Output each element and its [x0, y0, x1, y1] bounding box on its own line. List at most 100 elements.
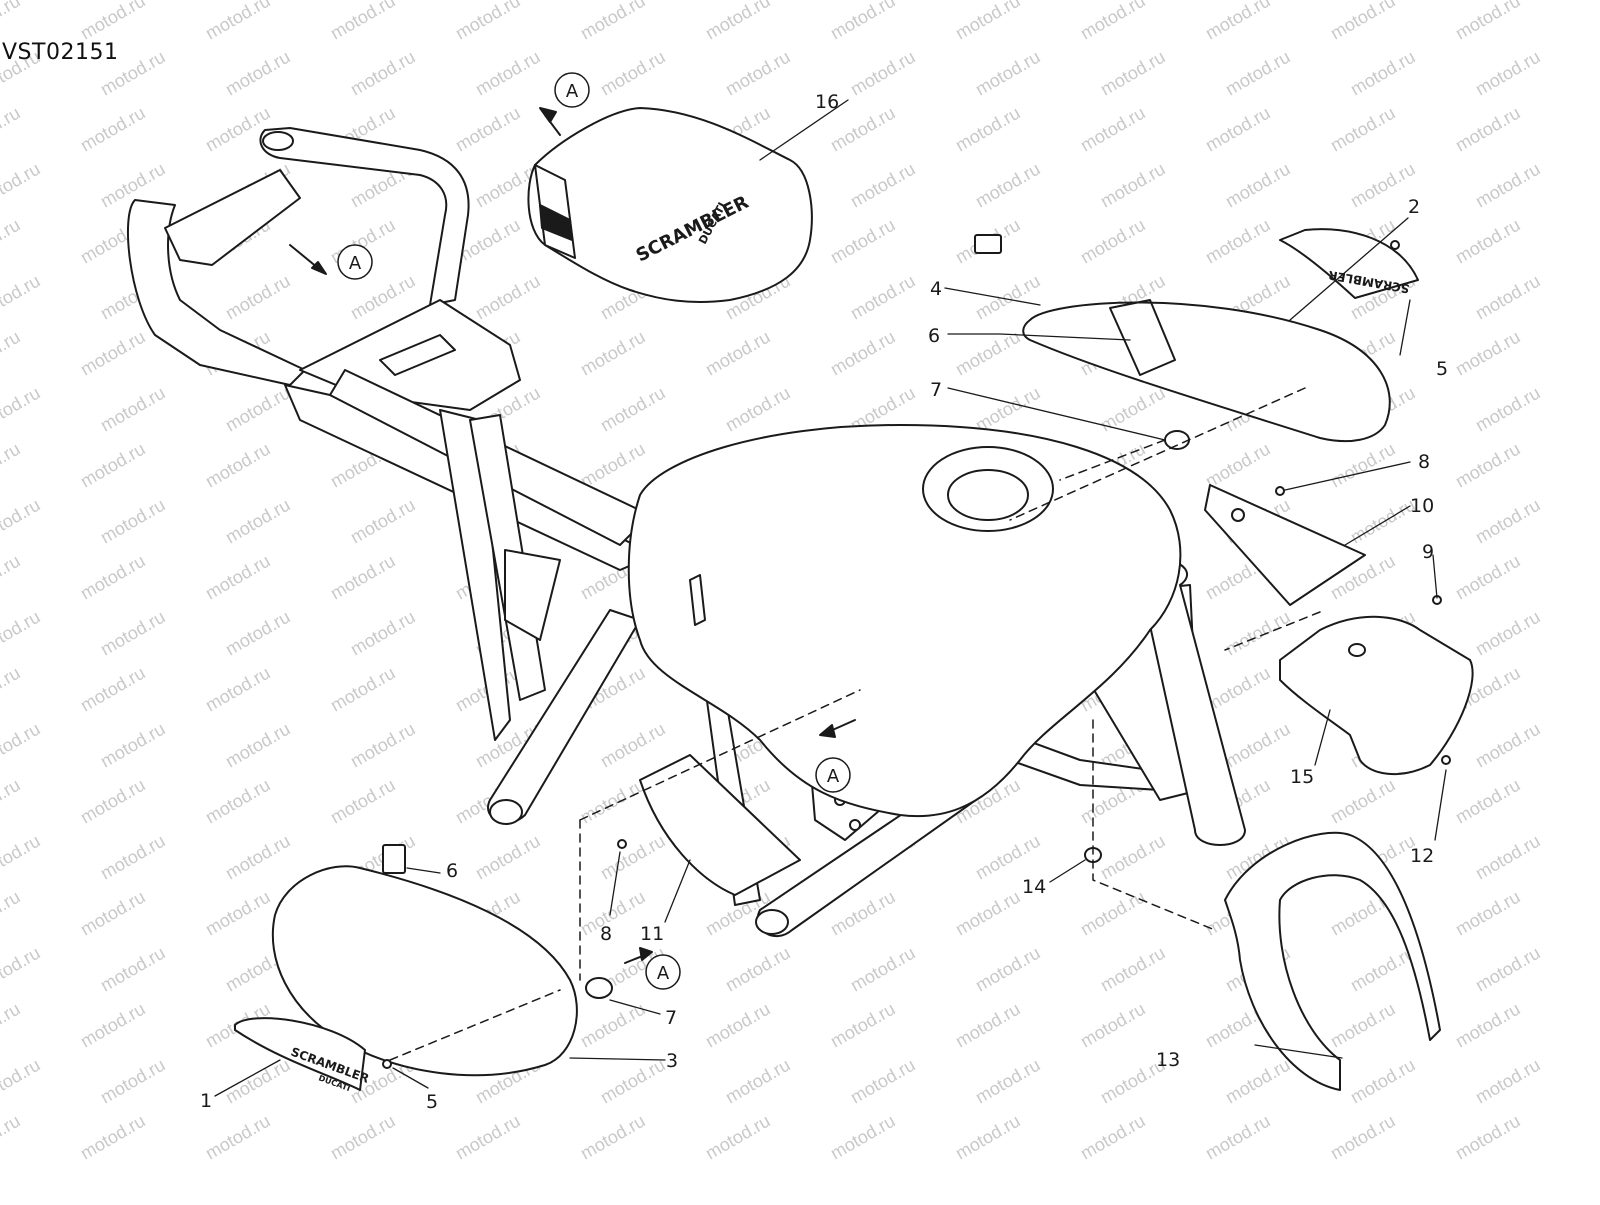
watermark-text: motod.ru: [1097, 831, 1169, 884]
watermark-text: motod.ru: [77, 0, 149, 43]
watermark-text: motod.ru: [0, 887, 24, 940]
watermark-text: motod.ru: [77, 887, 149, 940]
watermark-text: motod.ru: [1097, 159, 1169, 212]
watermark-text: motod.ru: [0, 103, 24, 156]
watermark-text: motod.ru: [452, 0, 524, 43]
watermark-text: motod.ru: [0, 831, 44, 884]
watermark-text: motod.ru: [222, 271, 294, 324]
side-cover: [1204, 484, 1366, 606]
watermark-text: motod.ru: [952, 887, 1024, 940]
watermark-text: motod.ru: [1202, 103, 1274, 156]
watermark-text: motod.ru: [77, 663, 149, 716]
watermark-text: motod.ru: [1222, 159, 1294, 212]
svg-text:A: A: [827, 766, 840, 787]
callout-10: 10: [1410, 495, 1434, 517]
watermark-text: motod.ru: [1097, 47, 1169, 100]
callout-6-left: 6: [446, 860, 458, 882]
screw-5-top: [1390, 240, 1400, 250]
drawing-code: VST02151: [2, 40, 119, 65]
watermark-text: motod.ru: [577, 439, 649, 492]
watermark-text: motod.ru: [472, 831, 544, 884]
callout-15: 15: [1290, 766, 1314, 788]
svg-text:A: A: [566, 81, 579, 102]
watermark-text: motod.ru: [577, 1111, 649, 1164]
watermark-text: motod.ru: [597, 383, 669, 436]
watermark-text: motod.ru: [722, 943, 794, 996]
callout-12: 12: [1410, 845, 1434, 867]
watermark-text: motod.ru: [0, 383, 44, 436]
watermark-text: motod.ru: [1452, 999, 1524, 1052]
watermark-text: motod.ru: [222, 719, 294, 772]
right-side-panel: [1022, 299, 1391, 443]
watermark-text: motod.ru: [202, 1111, 274, 1164]
watermark-text: motod.ru: [722, 47, 794, 100]
screw-5-bottom: [382, 1059, 392, 1069]
view-marker-panel: A: [645, 954, 681, 990]
watermark-text: motod.ru: [702, 327, 774, 380]
watermark-text: motod.ru: [722, 1055, 794, 1108]
watermark-text: motod.ru: [952, 999, 1024, 1052]
watermark-text: motod.ru: [0, 1055, 44, 1108]
watermark-text: motod.ru: [0, 0, 24, 43]
watermark-text: motod.ru: [827, 1111, 899, 1164]
watermark-text: motod.ru: [1202, 0, 1274, 43]
watermark-text: motod.ru: [97, 1055, 169, 1108]
watermark-text: motod.ru: [0, 663, 24, 716]
watermark-text: motod.ru: [1472, 271, 1544, 324]
callout-7-right: 7: [930, 379, 942, 401]
screw-12: [1441, 755, 1451, 765]
callout-11: 11: [640, 923, 664, 945]
watermark-text: motod.ru: [1472, 47, 1544, 100]
watermark-text: motod.ru: [0, 495, 44, 548]
rubber-grommet-top: [974, 234, 1002, 254]
watermark-text: motod.ru: [847, 1055, 919, 1108]
watermark-text: motod.ru: [202, 551, 274, 604]
watermark-text: motod.ru: [827, 0, 899, 43]
callout-13: 13: [1156, 1049, 1180, 1071]
watermark-text: motod.ru: [972, 1055, 1044, 1108]
watermark-text: motod.ru: [1472, 943, 1544, 996]
watermark-text: motod.ru: [222, 495, 294, 548]
watermark-text: motod.ru: [1472, 607, 1544, 660]
watermark-text: motod.ru: [202, 663, 274, 716]
watermark-text: motod.ru: [1077, 0, 1149, 43]
watermark-text: motod.ru: [222, 607, 294, 660]
watermark-text: motod.ru: [327, 1111, 399, 1164]
watermark-text: motod.ru: [1327, 999, 1399, 1052]
watermark-text: motod.ru: [0, 551, 24, 604]
watermark-text: motod.ru: [952, 0, 1024, 43]
watermark-text: motod.ru: [222, 831, 294, 884]
number-plate-bracket: [1279, 615, 1474, 776]
lower-cover: [639, 754, 801, 896]
watermark-text: motod.ru: [597, 719, 669, 772]
watermark-text: motod.ru: [97, 831, 169, 884]
callout-16: 16: [815, 91, 839, 113]
watermark-text: motod.ru: [1472, 1055, 1544, 1108]
watermark-text: motod.ru: [327, 775, 399, 828]
tank-emblem-right: SCRAMBLER: [1279, 228, 1419, 299]
watermark-text: motod.ru: [0, 607, 44, 660]
assembly-lines: [389, 387, 1321, 1061]
callout-8-left: 8: [600, 923, 612, 945]
callout-5-right: 5: [1436, 358, 1448, 380]
callout-14: 14: [1022, 876, 1046, 898]
watermark-text: motod.ru: [0, 943, 44, 996]
callout-4: 4: [930, 278, 942, 300]
watermark-text: motod.ru: [577, 999, 649, 1052]
callout-5-left: 5: [426, 1091, 438, 1113]
watermark-text: motod.ru: [1472, 719, 1544, 772]
watermark-text: motod.ru: [1452, 1111, 1524, 1164]
watermark-text: motod.ru: [0, 439, 24, 492]
watermark-text: motod.ru: [202, 439, 274, 492]
watermark-text: motod.ru: [1347, 495, 1419, 548]
watermark-text: motod.ru: [1222, 47, 1294, 100]
watermark-text: motod.ru: [202, 775, 274, 828]
watermark-text: motod.ru: [472, 271, 544, 324]
watermark-text: motod.ru: [1347, 1055, 1419, 1108]
watermark-text: motod.ru: [1472, 159, 1544, 212]
watermark-text: motod.ru: [97, 607, 169, 660]
watermark-text: motod.ru: [577, 327, 649, 380]
watermark-text: motod.ru: [577, 0, 649, 43]
callout-8-right: 8: [1418, 451, 1430, 473]
rubber-grommet-bottom: [382, 844, 406, 874]
